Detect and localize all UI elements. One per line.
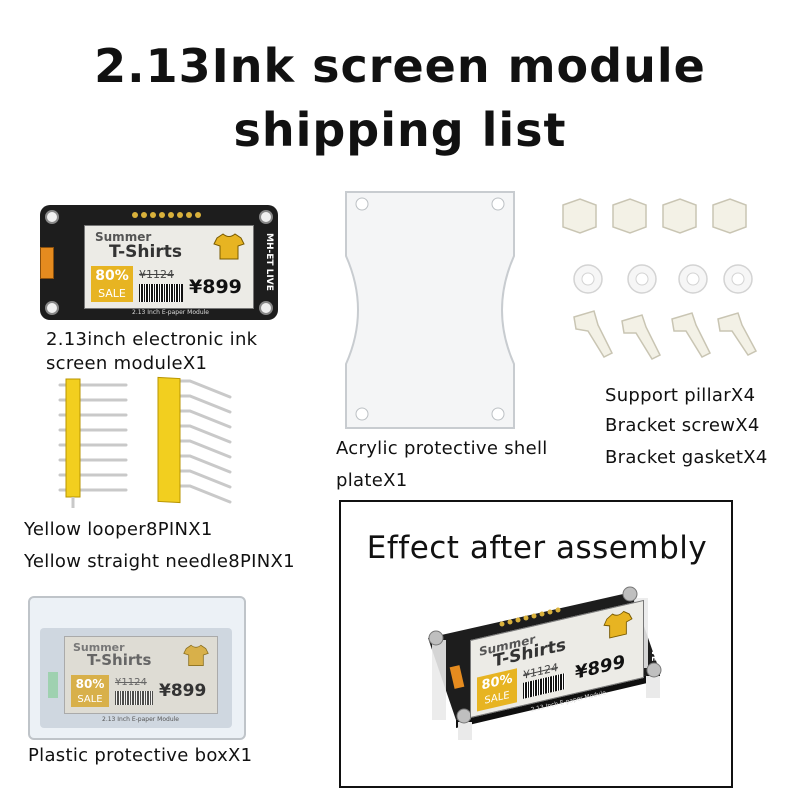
- tshirt-icon: [213, 233, 245, 260]
- hardware-caption-line3: Bracket gasketX4: [605, 447, 768, 468]
- epaper-screen: Summer T-Shirts 80% SALE ¥1124 ¥899: [84, 225, 254, 309]
- assembled-discount-badge: 80% SALE: [477, 668, 517, 712]
- old-price: ¥1124: [139, 268, 174, 281]
- epaper-module: Summer T-Shirts 80% SALE ¥1124 ¥899 MH-E…: [40, 205, 278, 320]
- module-caption-line1: 2.13inch electronic ink: [46, 329, 258, 350]
- assembled-tshirt-icon: [603, 610, 633, 639]
- mount-hole: [259, 301, 273, 315]
- screen-tshirts-text: T-Shirts: [109, 242, 182, 262]
- box-discount-badge: 80% SALE: [71, 675, 109, 707]
- box-caption: Plastic protective boxX1: [28, 745, 253, 766]
- mount-hole: [45, 301, 59, 315]
- effect-frame: [339, 500, 733, 788]
- mount-hole: [45, 210, 59, 224]
- box-connector: [48, 672, 58, 698]
- module-label: 2.13 Inch E-paper Module: [132, 309, 209, 316]
- assembled-price: ¥899: [575, 651, 626, 684]
- box-tshirts-text: T-Shirts: [87, 651, 152, 669]
- pin-pads: [132, 212, 201, 218]
- box-discount-percent: 80%: [75, 677, 105, 691]
- assembled-screen: Summer T-Shirts 80% SALE ¥1124 ¥899: [470, 599, 644, 719]
- box-summer-text: Summer: [73, 641, 125, 654]
- box-screen: Summer T-Shirts 80% SALE ¥1124 ¥899: [64, 636, 218, 714]
- box-inner-module: Summer T-Shirts 80% SALE ¥1124 ¥899 2.13…: [40, 628, 232, 728]
- brand-label: MH-ET LIVE: [264, 233, 274, 291]
- box-sale-label: SALE: [77, 694, 103, 705]
- acrylic-plate: [345, 191, 515, 429]
- assembled-module: Summer T-Shirts 80% SALE ¥1124 ¥899 MH-E…: [410, 580, 670, 740]
- angled-pin-header: [157, 376, 232, 504]
- hardware-set: [562, 198, 758, 360]
- headers-caption-line1: Yellow looper8PINX1: [24, 519, 213, 540]
- plate-caption-line2: plateX1: [336, 470, 408, 491]
- module-caption-line2: screen moduleX1: [46, 353, 208, 374]
- price: ¥899: [189, 276, 242, 298]
- discount-percent: 80%: [95, 268, 129, 284]
- plastic-box: Summer T-Shirts 80% SALE ¥1124 ¥899 2.13…: [28, 596, 246, 740]
- assembled-brand-label: MH-ET LIVE: [650, 610, 659, 662]
- effect-title: Effect after assembly: [366, 530, 708, 566]
- hardware-caption-line2: Bracket screwX4: [605, 415, 760, 436]
- headers-caption-line2: Yellow straight needle8PINX1: [24, 551, 295, 572]
- screen-summer-text: Summer: [95, 230, 152, 244]
- hardware-caption-line1: Support pillarX4: [605, 385, 756, 406]
- box-tshirt-icon: [183, 644, 209, 666]
- page-title-line1: 2.13Ink screen module: [94, 39, 706, 93]
- box-old-price: ¥1124: [115, 677, 147, 688]
- discount-badge: 80% SALE: [91, 266, 133, 302]
- box-module-label: 2.13 Inch E-paper Module: [102, 716, 179, 723]
- straight-pin-header: [58, 378, 128, 508]
- plate-caption-line1: Acrylic protective shell: [336, 438, 548, 459]
- barcode: [139, 284, 183, 302]
- box-barcode: [115, 691, 153, 705]
- box-price: ¥899: [159, 681, 207, 701]
- mount-hole: [259, 210, 273, 224]
- ribbon-connector: [40, 247, 54, 279]
- sale-label: SALE: [98, 287, 126, 300]
- page-title-line2: shipping list: [233, 103, 567, 157]
